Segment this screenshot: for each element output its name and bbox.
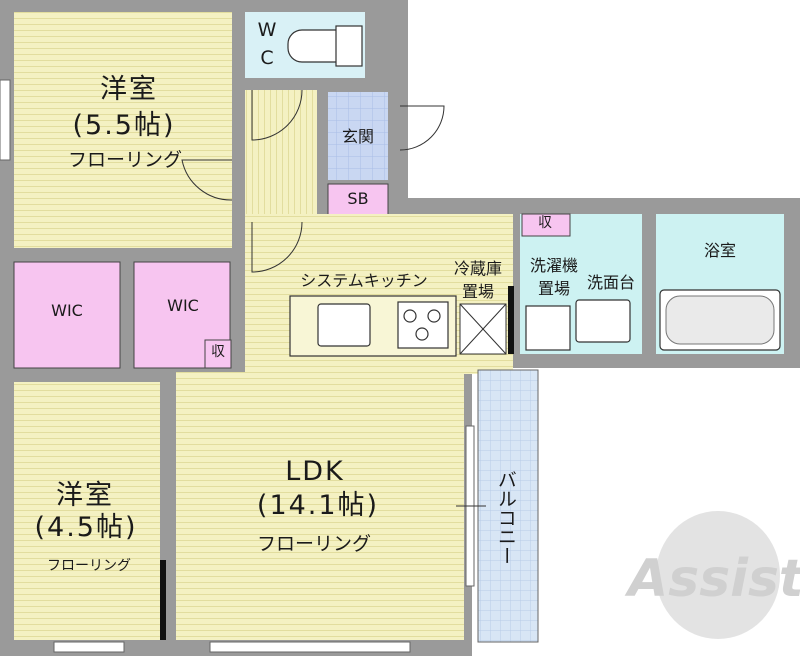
burner-icon — [403, 309, 417, 323]
window — [0, 79, 11, 161]
svg-text:Assist: Assist — [624, 549, 800, 609]
bathroom-label: 浴室 — [703, 241, 736, 260]
wic-1-label: WIC — [51, 301, 83, 320]
door-swing-icon — [251, 89, 303, 141]
washer-space-label-1: 洗濯機 — [529, 256, 578, 275]
door-swing-icon — [181, 159, 233, 201]
ldk-size: (14.1帖) — [256, 490, 380, 521]
storage-small-label: 収 — [211, 344, 225, 360]
door-swing-icon — [251, 221, 303, 273]
balcony — [477, 369, 539, 643]
room-storage-small — [204, 339, 232, 369]
room-shoe-box — [327, 183, 389, 217]
western-room-1-size: (5.5帖) — [72, 110, 176, 141]
window — [209, 641, 411, 653]
shoe-box-label: SB — [347, 189, 369, 208]
room-western-2 — [14, 382, 160, 640]
washbasin-unit — [575, 299, 631, 343]
western-room-2-floor: フローリング — [47, 558, 131, 574]
balcony-label: バルコニー — [494, 469, 517, 565]
room-storage-laundry — [521, 213, 571, 237]
system-kitchen-label: システムキッチン — [300, 271, 428, 290]
wc-label-w: W — [257, 19, 277, 41]
assist-logo: Assist — [624, 511, 800, 639]
window — [53, 641, 125, 653]
storage-laundry-label: 収 — [538, 215, 552, 231]
ldk-name: LDK — [285, 456, 345, 487]
room-wic-1 — [13, 261, 121, 369]
wc-label-c: C — [260, 47, 274, 69]
room-ldk — [176, 372, 464, 640]
ldk-floor: フローリング — [256, 533, 371, 555]
washer-pan — [525, 305, 571, 351]
washbasin-label: 洗面台 — [586, 273, 635, 292]
room-entrance — [328, 92, 388, 180]
western-room-2-name: 洋室 — [56, 480, 114, 511]
western-room-1-floor: フローリング — [67, 149, 182, 171]
entrance-door-icon — [399, 105, 445, 151]
fridge-space-label-1: 冷蔵庫 — [453, 259, 502, 278]
kitchen-sink — [317, 303, 371, 347]
entrance-label: 玄関 — [341, 127, 374, 146]
burner-icon — [415, 327, 429, 341]
fridge-space-label-2: 置場 — [461, 282, 494, 301]
room-western-1 — [14, 12, 232, 248]
burner-icon — [427, 309, 441, 323]
washer-space-label-2: 置場 — [537, 279, 570, 298]
western-room-2-size: (4.5帖) — [34, 512, 138, 543]
kitchen-stove — [397, 301, 449, 349]
western-room-1-name: 洋室 — [100, 74, 158, 105]
wic-2-label: WIC — [167, 296, 199, 315]
